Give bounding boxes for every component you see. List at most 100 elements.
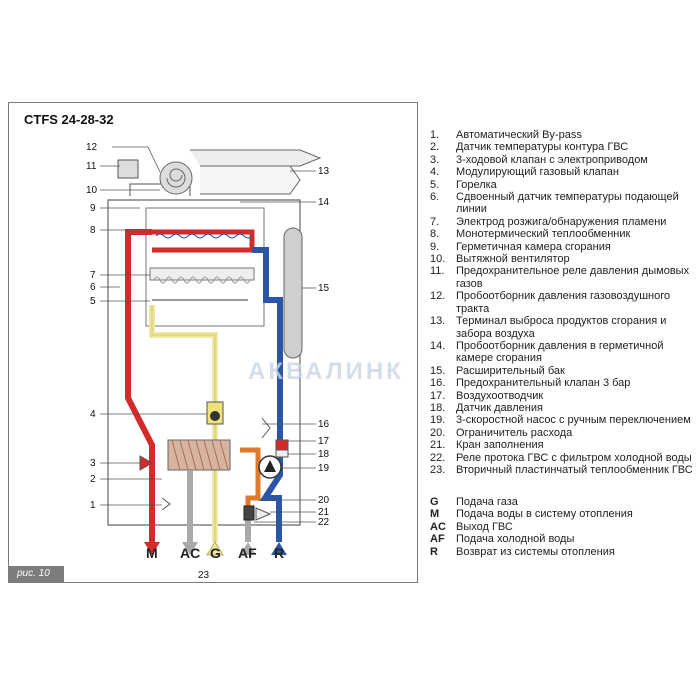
legend-number: 11. <box>430 265 445 278</box>
callout-23: 23 <box>198 570 210 581</box>
gas-valve-coil <box>210 411 220 421</box>
legend-item: 11. Предохранительное реле давления дымов… <box>430 265 696 290</box>
legend-text: Сдвоенный датчик температуры подающей ли… <box>456 191 679 216</box>
legend-item: 6. Сдвоенный датчик температуры подающей … <box>430 191 696 216</box>
legend-text: Монотермический теплообменник <box>456 228 631 241</box>
legend-number: 4. <box>430 166 440 179</box>
legend-item: 23. Вторичный пластинчатый теплообменник … <box>430 464 696 476</box>
legend-item: 13.Терминал выброса продуктов сгорания и… <box>430 315 696 340</box>
legend-item: 12. Пробоотборник давления газовоздушного… <box>430 290 696 315</box>
callout-10: 10 <box>86 185 98 196</box>
legend-text: Вытяжной вентилятор <box>456 253 570 266</box>
symbol-text: Подача газа <box>456 496 518 508</box>
legend-text: Предохранительное реле давления дымовых … <box>456 265 690 290</box>
return-pipe <box>252 247 283 542</box>
legend-text: 3-ходовой клапан с электроприводом <box>456 153 648 166</box>
callout-leaders <box>100 146 316 523</box>
legend-number: 6. <box>430 191 440 204</box>
symbol-key: AF <box>430 533 445 546</box>
legend-text: 3-скоростной насос с ручным переключение… <box>456 414 691 427</box>
legend-item: 8. Монотермический теплообменник <box>430 228 696 240</box>
legend-number: 12. <box>430 290 446 303</box>
symbol-text: Подача холодной воды <box>456 533 575 546</box>
legend-number: 7. <box>430 215 440 228</box>
figure-label: рис. 10 <box>9 566 64 582</box>
legend-text: Герметичная камера сгорания <box>456 240 611 253</box>
safety-valve-icon <box>261 417 271 439</box>
legend-number: 5. <box>430 178 440 191</box>
legend-number: 13. <box>430 315 446 328</box>
pump-arrow <box>264 460 276 472</box>
legend-number: 18. <box>430 401 446 414</box>
legend-number: 23. <box>430 463 446 476</box>
legend-number: 20. <box>430 426 446 439</box>
callout-18: 18 <box>318 449 330 460</box>
callout-16: 16 <box>318 419 330 430</box>
symbol-item: AF Подача холодной воды <box>430 533 633 545</box>
legend-number: 15. <box>430 364 446 377</box>
pressure-switch-icon <box>117 159 139 179</box>
return-arrow <box>271 542 287 555</box>
legend-text: Воздухоотводчик <box>456 389 544 402</box>
symbol-key: M <box>430 508 440 521</box>
legend-number: 10. <box>430 253 446 266</box>
gas-arrow <box>206 541 224 556</box>
legend-number: 8. <box>430 228 440 241</box>
symbol-key: R <box>430 545 438 558</box>
symbol-text: Выход ГВС <box>456 520 513 533</box>
legend-number: 19. <box>430 414 446 427</box>
legend-text: Электрод розжига/обнаружения пламени <box>456 215 667 228</box>
callout-6: 6 <box>90 282 96 293</box>
legend-item: 14. Пробоотборник давления в герметичной … <box>430 340 696 365</box>
callout-22: 22 <box>318 517 330 528</box>
gas-pipe-outline <box>151 305 216 542</box>
air-vent-icon <box>275 439 289 451</box>
legend-item: 7. Электрод розжига/обнаружения пламени <box>430 216 696 228</box>
legend-number: 22. <box>430 451 446 464</box>
watermark: АКВАЛИНК <box>248 358 404 385</box>
legend-item: 21. Кран заполнения <box>430 439 696 451</box>
callout-21: 21 <box>318 507 330 518</box>
legend-number: 16. <box>430 377 446 390</box>
legend-number: 9. <box>430 240 440 253</box>
legend-item: 1.Автоматический By-pass <box>430 129 696 141</box>
legend-number: 14. <box>430 339 446 352</box>
legend-text: Пробоотборник давления в герметичной кам… <box>456 339 664 365</box>
legend-item: 22.Реле протока ГВС с фильтром холодной … <box>430 452 696 464</box>
diagram-title: CTFS 24-28-32 <box>24 112 114 127</box>
legend-item: 20. Ограничитель расхода <box>430 427 696 439</box>
bypass-icon <box>161 497 171 511</box>
callout-1: 1 <box>90 500 96 511</box>
heat-exchanger-tube <box>152 229 255 253</box>
legend-item: 9. Герметичная камера сгорания <box>430 241 696 253</box>
legend-text: Вторичный пластинчатый теплообменник ГВС <box>456 463 693 476</box>
legend-text: Модулирующий газовый клапан <box>456 166 619 179</box>
callout-17: 17 <box>318 436 330 447</box>
legend-item: 17.Воздухоотводчик <box>430 390 696 402</box>
flow-pipe <box>125 229 155 542</box>
burner-flames <box>153 276 251 284</box>
legend-number: 21. <box>430 439 446 452</box>
legend-item: 10. Вытяжной вентилятор <box>430 253 696 265</box>
legend-text: Расширительный бак <box>456 364 565 377</box>
callout-12: 12 <box>86 142 98 153</box>
boiler-casing <box>107 199 301 526</box>
callout-3: 3 <box>90 458 96 469</box>
legend-text: Кран заполнения <box>456 439 544 452</box>
callout-8: 8 <box>90 225 96 236</box>
combustion-chamber <box>145 207 265 327</box>
legend-text: Пробоотборник давления газовоздушного тр… <box>456 290 671 315</box>
expansion-vessel <box>283 227 303 359</box>
connection-m: M <box>146 545 158 561</box>
dhw-arrow <box>182 542 198 555</box>
legend-text: Ограничитель расхода <box>456 426 573 439</box>
flow-switch-icon <box>243 505 255 521</box>
legend-item: 3.3-ходовой клапан с электроприводом <box>430 154 696 166</box>
callout-7: 7 <box>90 270 96 281</box>
